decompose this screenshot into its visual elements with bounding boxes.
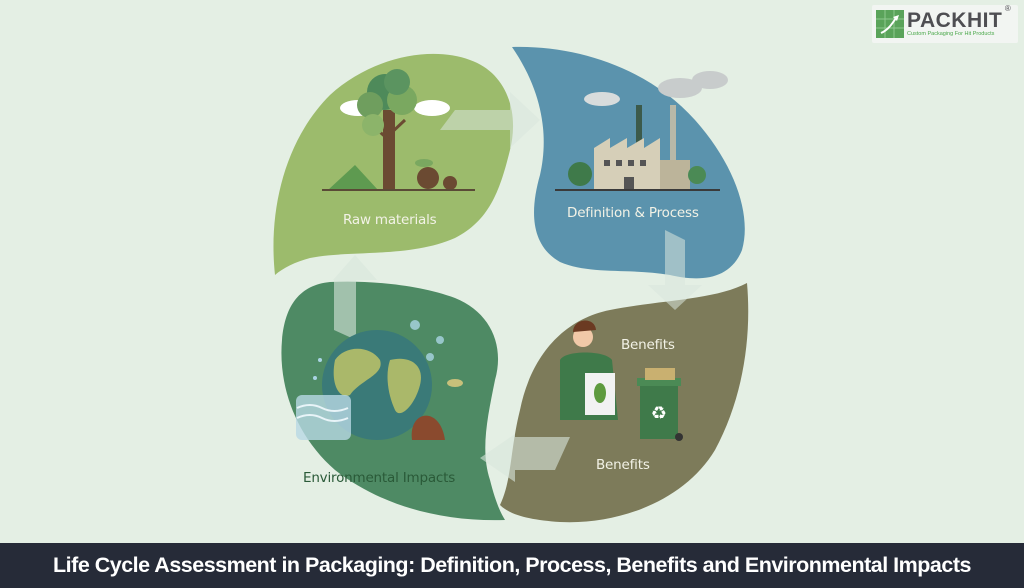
svg-text:♻: ♻ xyxy=(651,403,667,424)
tree-icon xyxy=(322,69,475,191)
page-title: Life Cycle Assessment in Packaging: Defi… xyxy=(53,553,971,577)
petal-benefits xyxy=(500,283,749,523)
arrow-left xyxy=(480,434,570,482)
stage-label-benefits: Benefits xyxy=(621,337,675,353)
logo-tagline: Custom Packaging For Hit Products xyxy=(907,31,995,38)
stage-label-definition-process: Definition & Process xyxy=(567,205,699,221)
logo-chart-icon xyxy=(876,10,904,38)
globe-icon xyxy=(296,320,463,440)
arrow-up xyxy=(313,255,377,340)
arrow-down xyxy=(648,230,702,310)
logo-name: PACKHIT® xyxy=(907,4,1012,33)
stage-label-environmental-impacts: Environmental Impacts xyxy=(303,470,456,486)
factory-icon xyxy=(555,71,728,191)
stage-label-raw-materials: Raw materials xyxy=(343,212,437,228)
registered-mark: ® xyxy=(1004,4,1012,14)
brand-logo: PACKHIT® Custom Packaging For Hit Produc… xyxy=(872,5,1018,43)
arrow-right xyxy=(440,92,540,148)
person-recycle-icon: ♻ xyxy=(560,320,683,441)
stage-label-benefits-secondary: Benefits xyxy=(596,457,650,473)
title-banner: Life Cycle Assessment in Packaging: Defi… xyxy=(0,543,1024,588)
